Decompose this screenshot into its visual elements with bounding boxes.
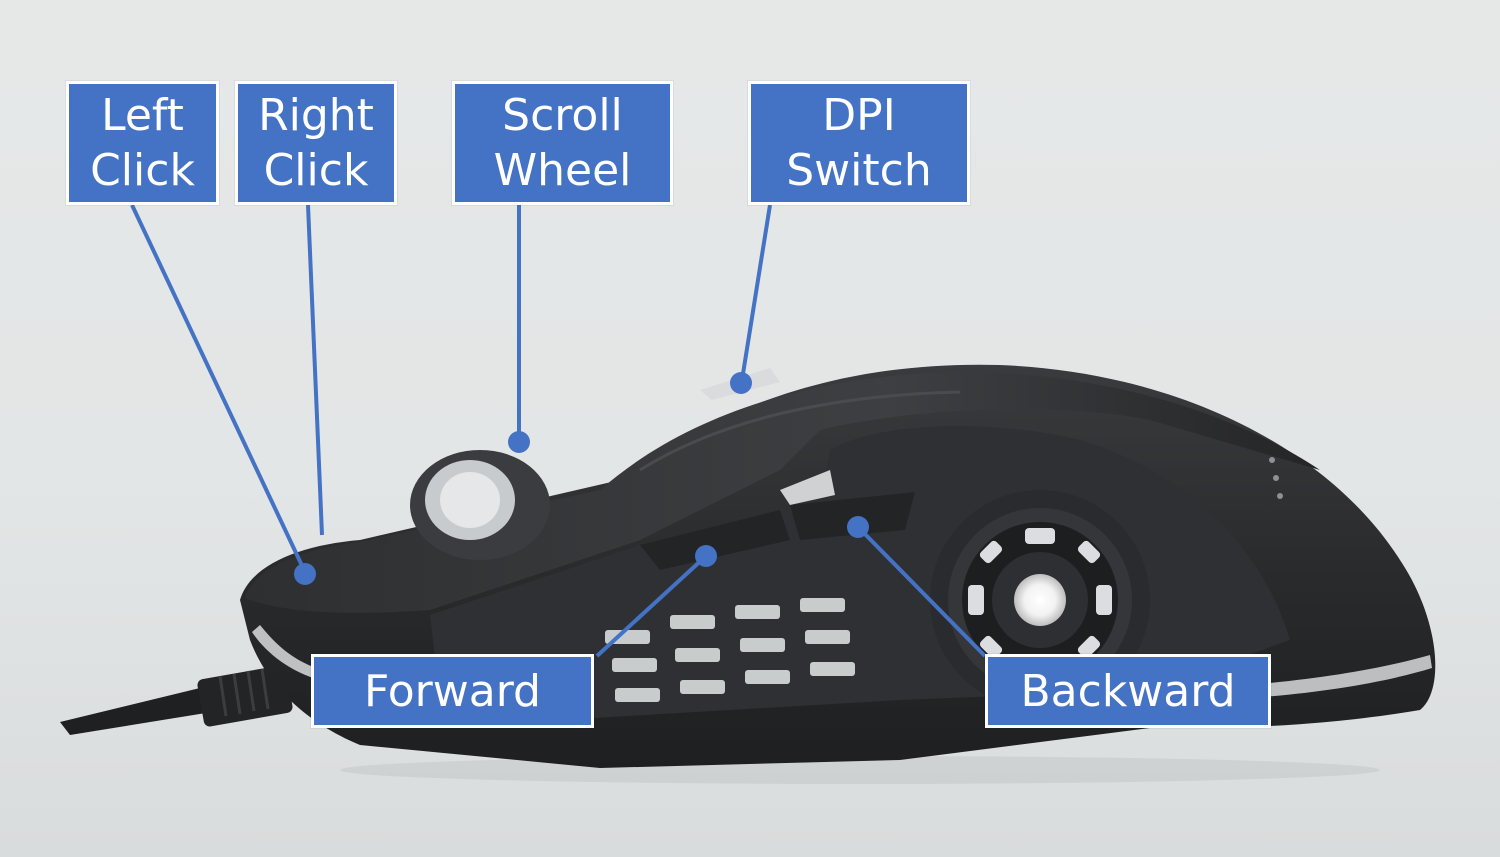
label-right-click-text: Right Click xyxy=(258,90,374,196)
label-forward: Forward xyxy=(311,654,594,728)
rear-dots xyxy=(1269,457,1283,499)
side-vents xyxy=(605,598,855,702)
label-scroll-wheel: Scroll Wheel xyxy=(452,81,673,205)
scroll-wheel-part xyxy=(410,450,550,560)
label-backward: Backward xyxy=(985,654,1271,728)
label-backward-text: Backward xyxy=(1020,665,1236,717)
label-right-click: Right Click xyxy=(235,81,397,205)
label-forward-text: Forward xyxy=(364,665,541,717)
label-dpi-switch-text: DPI Switch xyxy=(786,90,932,196)
leader-lines xyxy=(130,204,987,658)
mouse-cable xyxy=(60,665,293,735)
label-dpi-switch: DPI Switch xyxy=(748,81,970,205)
label-scroll-wheel-text: Scroll Wheel xyxy=(493,90,632,196)
side-buttons xyxy=(640,470,915,570)
label-left-click-text: Left Click xyxy=(90,90,195,196)
label-left-click: Left Click xyxy=(66,81,219,205)
